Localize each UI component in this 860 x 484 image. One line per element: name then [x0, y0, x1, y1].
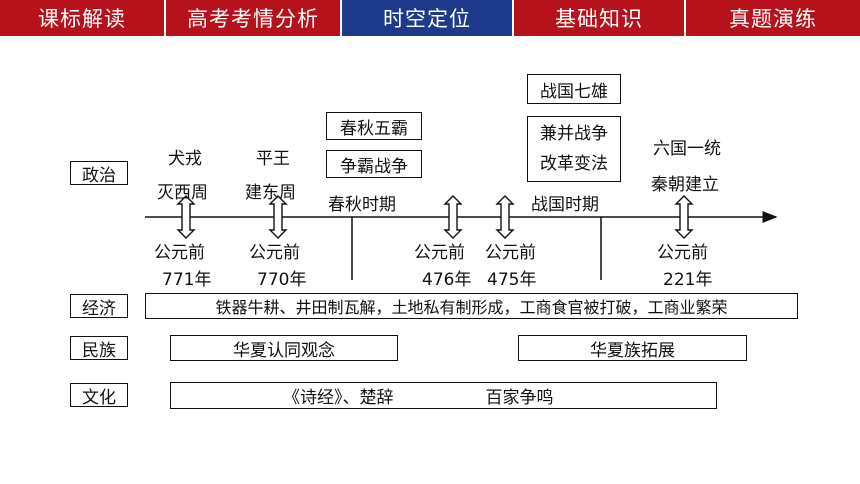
event-unification-bottom: 秦朝建立 — [651, 175, 719, 195]
double-arrow-770 — [268, 195, 288, 239]
double-arrow-221 — [674, 195, 694, 239]
double-arrow-476 — [443, 195, 463, 239]
ethnicity-box-left: 华夏认同观念 — [170, 335, 398, 361]
date-label-476: 公元前 — [414, 243, 465, 263]
box-spring-autumn-hegemons: 春秋五霸 — [326, 112, 422, 140]
date-year-770: 770年 — [257, 270, 307, 290]
double-arrow-475 — [495, 195, 515, 239]
tab-exam-analysis[interactable]: 高考考情分析 — [166, 0, 342, 36]
row-label-politics: 政治 — [70, 161, 128, 186]
tab-basic-knowledge[interactable]: 基础知识 — [514, 0, 686, 36]
date-year-476: 476年 — [422, 270, 472, 290]
period-spring-autumn: 春秋时期 — [328, 195, 396, 215]
tab-time-space[interactable]: 时空定位 — [342, 0, 514, 36]
event-unification-top: 六国一统 — [653, 139, 721, 159]
row-label-culture: 文化 — [70, 383, 128, 408]
double-arrow-771 — [176, 195, 196, 239]
date-year-221: 221年 — [663, 270, 713, 290]
tab-past-exams[interactable]: 真题演练 — [729, 7, 817, 31]
event-quanrong-top: 犬戎 — [168, 149, 202, 169]
date-label-771: 公元前 — [154, 243, 205, 263]
date-year-771: 771年 — [162, 270, 212, 290]
date-label-770: 公元前 — [249, 243, 300, 263]
economy-box: 铁器牛耕、井田制瓦解，土地私有制形成，工商食官被打破，工商业繁荣 — [145, 293, 798, 319]
culture-box: 《诗经》、楚辞 百家争鸣 — [170, 382, 717, 409]
culture-poetry-text: 《诗经》、楚辞 — [283, 388, 394, 408]
reform-text: 改革变法 — [540, 154, 608, 174]
box-warring-seven: 战国七雄 — [527, 74, 621, 104]
top-nav-bar: 课标解读 高考考情分析 时空定位 基础知识 真题演练 — [0, 0, 860, 36]
event-quanrong-bottom: 灭西周 — [157, 183, 208, 203]
date-year-475: 475年 — [487, 270, 537, 290]
box-annexation-reform: 兼并战争 改革变法 — [527, 116, 621, 182]
culture-hundred-schools-text: 百家争鸣 — [485, 388, 554, 408]
date-label-475: 公元前 — [485, 243, 536, 263]
event-pingwang-top: 平王 — [256, 149, 290, 169]
period-warring-states: 战国时期 — [531, 195, 599, 215]
box-hegemony-wars: 争霸战争 — [326, 150, 422, 178]
tab-curriculum[interactable]: 课标解读 — [0, 0, 166, 36]
event-pingwang-bottom: 建东周 — [245, 183, 296, 203]
date-label-221: 公元前 — [657, 243, 708, 263]
annexation-wars-text: 兼并战争 — [540, 124, 608, 144]
row-label-ethnicity: 民族 — [70, 336, 128, 361]
row-label-economy: 经济 — [70, 294, 128, 319]
ethnicity-box-right: 华夏族拓展 — [518, 335, 747, 361]
